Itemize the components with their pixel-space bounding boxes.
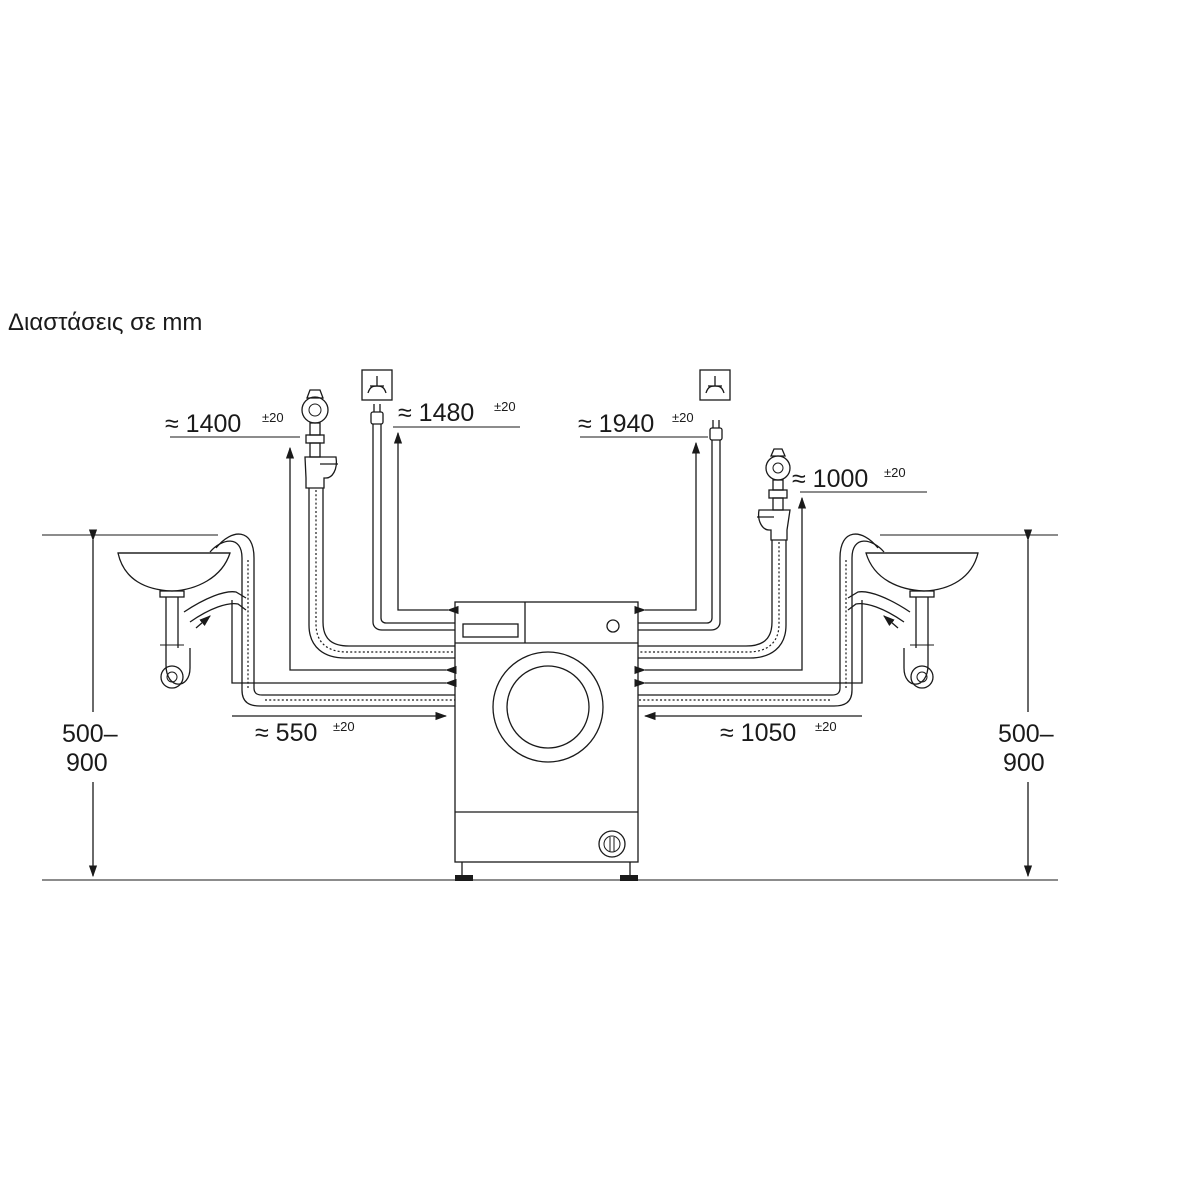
drain-right-value: ≈ 1050 — [720, 719, 796, 747]
sink-icon-right — [865, 552, 979, 689]
inlet-hose-left — [308, 488, 455, 659]
height-left-line2: 900 — [66, 749, 108, 777]
tap-right-value: ≈ 1000 — [792, 465, 868, 493]
drain-right-tolerance: ±20 — [815, 719, 837, 734]
power-right-tolerance: ±20 — [672, 410, 694, 425]
label-power-left: ≈ 1480 ±20 — [398, 399, 516, 427]
page-title: Διαστάσεις σε mm — [8, 309, 202, 336]
label-drain-right: ≈ 1050 ±20 — [720, 719, 837, 747]
drain-left-value: ≈ 550 — [255, 719, 317, 747]
water-tap-icon-right — [757, 448, 791, 541]
label-tap-left: ≈ 1400 ±20 — [165, 410, 284, 438]
dimension-leaders — [170, 426, 927, 721]
label-power-right: ≈ 1940 ±20 — [578, 410, 694, 438]
tap-right-tolerance: ±20 — [884, 465, 906, 480]
drain-left-tolerance: ±20 — [333, 719, 355, 734]
power-left-value: ≈ 1480 — [398, 399, 474, 427]
drain-hose-left — [183, 533, 455, 707]
height-dimension-right: 500– 900 — [998, 529, 1054, 878]
height-left-line1: 500– — [62, 720, 118, 748]
tap-left-value: ≈ 1400 — [165, 410, 241, 438]
earthed-socket-icon-right — [699, 369, 731, 401]
washing-machine-icon — [454, 601, 639, 881]
height-right-line1: 500– — [998, 720, 1054, 748]
power-cable-left — [370, 404, 455, 631]
drain-hose-right — [638, 533, 911, 707]
label-drain-left: ≈ 550 ±20 — [255, 719, 355, 747]
tap-left-tolerance: ±20 — [262, 410, 284, 425]
height-dimension-left: 500– 900 — [62, 529, 118, 878]
power-cable-right — [638, 420, 723, 631]
power-right-value: ≈ 1940 — [578, 410, 654, 438]
earthed-socket-icon-left — [361, 369, 393, 401]
label-tap-right: ≈ 1000 ±20 — [792, 465, 906, 493]
power-left-tolerance: ±20 — [494, 399, 516, 414]
sink-icon-left — [117, 552, 231, 689]
water-tap-icon-left — [301, 389, 338, 489]
height-right-line2: 900 — [1003, 749, 1045, 777]
